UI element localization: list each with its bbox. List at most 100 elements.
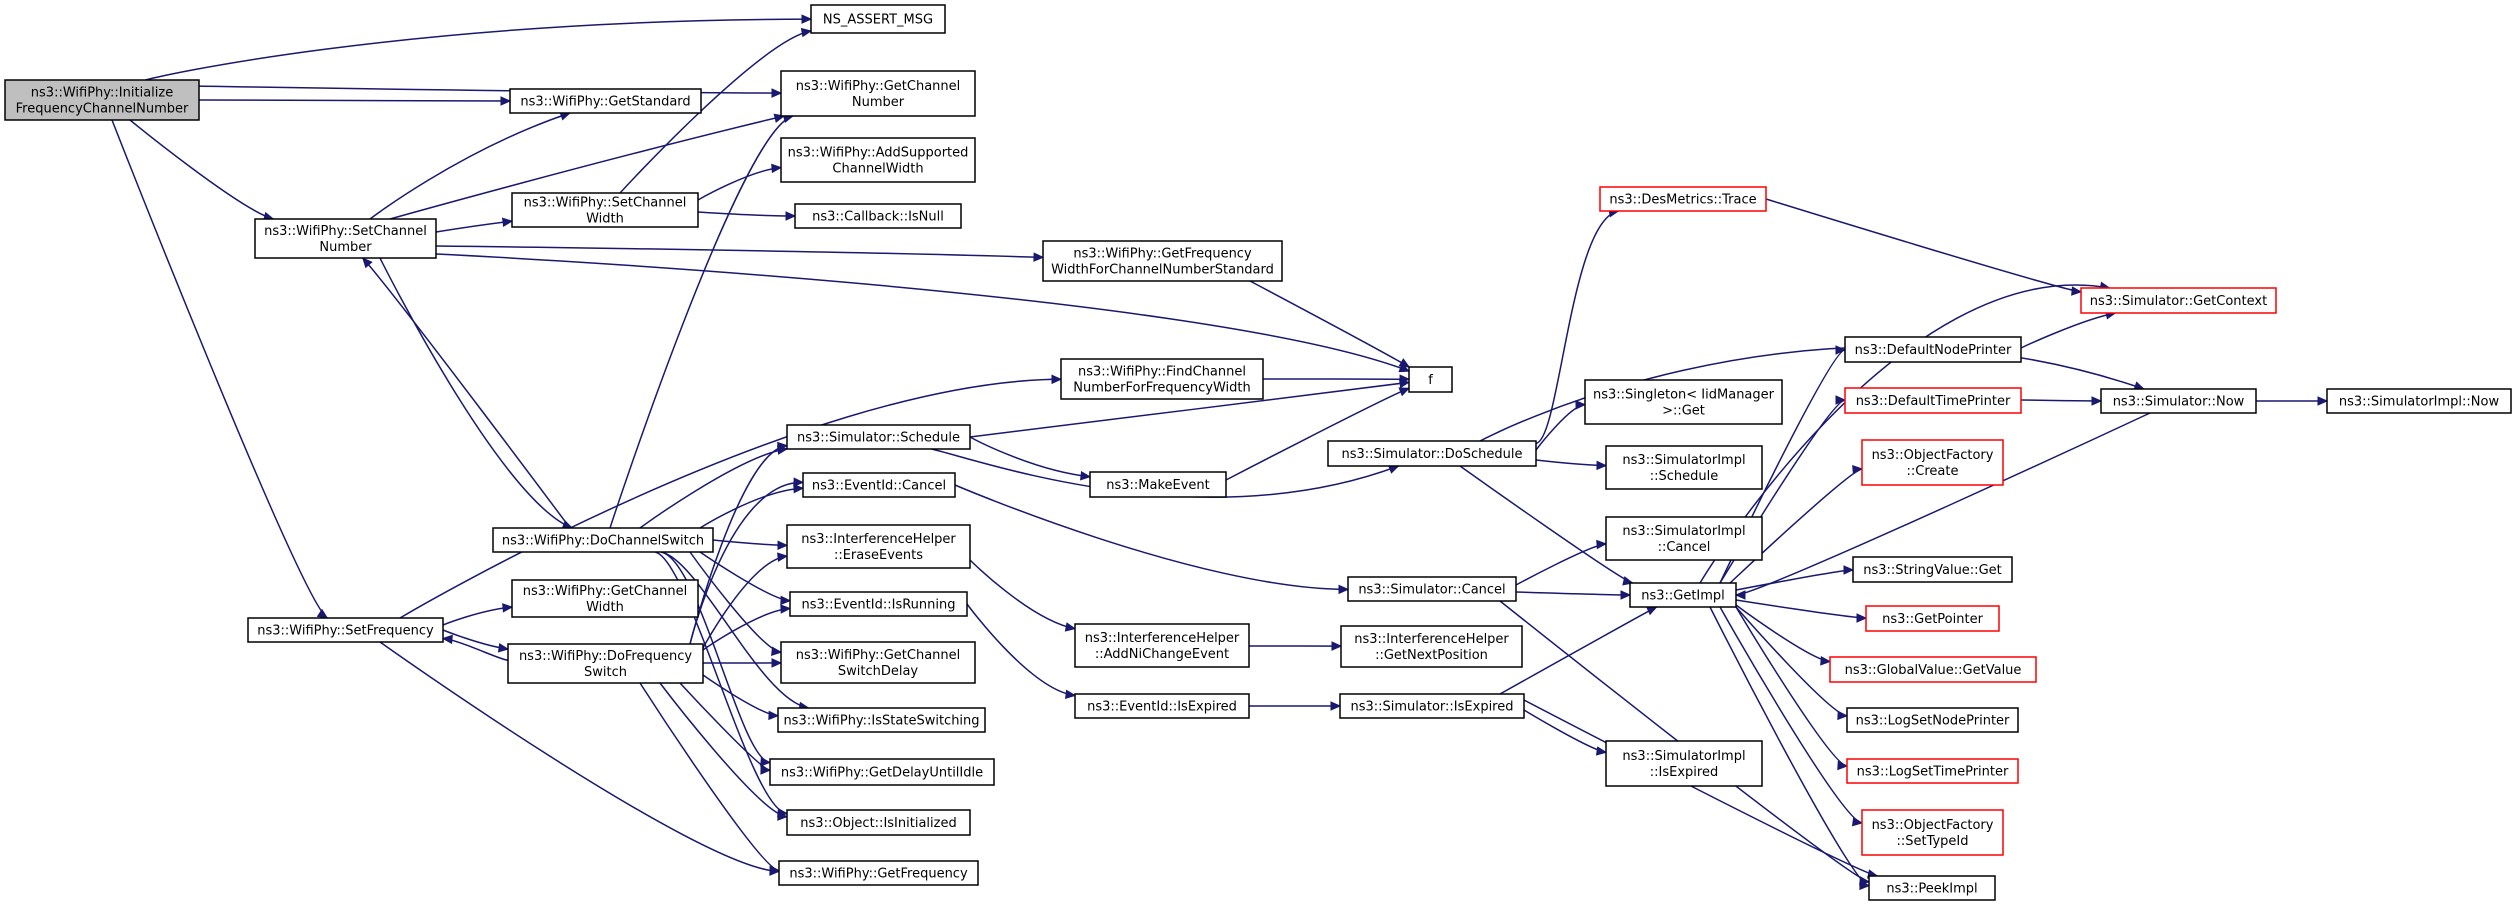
call-edge-evcancel-simcancel — [954, 484, 1350, 595]
node-isnull[interactable]: ns3::Callback::IsNull — [794, 203, 962, 229]
node-label: Number — [319, 240, 372, 255]
node-evexp[interactable]: ns3::EventId::IsExpired — [1074, 693, 1250, 719]
node-simcancel[interactable]: ns3::Simulator::Cancel — [1347, 576, 1517, 602]
node-implnow[interactable]: ns3::SimulatorImpl::Now — [2326, 388, 2512, 414]
node-erase[interactable]: ns3::InterferenceHelper::EraseEvents — [786, 524, 971, 569]
node-box — [1074, 693, 1250, 719]
node-label: f — [1428, 373, 1433, 388]
node-init[interactable]: ns3::WifiPhy::InitializeFrequencyChannel… — [4, 79, 200, 121]
node-getstd[interactable]: ns3::WifiPhy::GetStandard — [509, 88, 702, 114]
node-evcancel[interactable]: ns3::EventId::Cancel — [802, 472, 956, 498]
node-getctx[interactable]: ns3::Simulator::GetContext — [2080, 287, 2277, 314]
call-edge-setcn-getfw — [435, 245, 1045, 262]
node-getimpl[interactable]: ns3::GetImpl — [1629, 582, 1737, 608]
call-edge-docs-erase — [712, 539, 789, 550]
call-edge-getimpl-ofcreate — [1729, 465, 1864, 584]
node-docs[interactable]: ns3::WifiPhy::DoChannelSwitch — [492, 527, 714, 553]
node-lstp[interactable]: ns3::LogSetTimePrinter — [1846, 758, 2019, 784]
node-box — [780, 137, 976, 183]
call-edge-simnow-implnow — [2256, 396, 2329, 406]
call-edge-setcn-docs — [379, 257, 574, 530]
node-ofsettid[interactable]: ns3::ObjectFactory::SetTypeId — [1861, 809, 2004, 856]
node-label: ns3::InterferenceHelper — [1085, 631, 1240, 646]
call-edge-getimpl-svget — [1735, 565, 1855, 591]
node-box — [1829, 656, 2037, 683]
node-getptr[interactable]: ns3::GetPointer — [1865, 605, 2000, 632]
node-label: ::IsExpired — [1650, 765, 1718, 780]
node-box — [4, 79, 200, 121]
node-implsched[interactable]: ns3::SimulatorImpl::Schedule — [1605, 445, 1763, 490]
node-label: Switch — [584, 665, 627, 680]
node-isss[interactable]: ns3::WifiPhy::IsStateSwitching — [777, 707, 986, 733]
node-dtp[interactable]: ns3::DefaultTimePrinter — [1844, 387, 2022, 414]
node-label: ns3::Callback::IsNull — [812, 210, 944, 225]
node-label: ::Cancel — [1658, 540, 1711, 555]
node-label: ::Schedule — [1650, 469, 1719, 484]
node-box — [786, 524, 971, 569]
call-edge-getimpl-peek — [1709, 606, 1871, 891]
node-getnext[interactable]: ns3::InterferenceHelper::GetNextPosition — [1340, 625, 1523, 668]
node-label: ns3::WifiPhy::GetFrequency — [789, 867, 968, 882]
node-addni[interactable]: ns3::InterferenceHelper::AddNiChangeEven… — [1074, 623, 1250, 668]
node-peek[interactable]: ns3::PeekImpl — [1868, 875, 1996, 901]
node-getfw[interactable]: ns3::WifiPhy::GetFrequencyWidthForChanne… — [1042, 240, 1283, 282]
node-isrunning[interactable]: ns3::EventId::IsRunning — [789, 591, 968, 617]
node-makeevent[interactable]: ns3::MakeEvent — [1089, 471, 1227, 498]
node-label: ns3::Simulator::Cancel — [1358, 583, 1505, 598]
node-box — [1042, 240, 1283, 282]
node-dessched[interactable]: ns3::Simulator::DoSchedule — [1327, 440, 1537, 467]
node-label: ns3::DesMetrics::Trace — [1609, 193, 1756, 208]
call-edge-makeevent-f — [1225, 387, 1411, 481]
node-label: ns3::WifiPhy::GetDelayUntilIdle — [781, 766, 983, 781]
node-label: ns3::WifiPhy::Initialize — [31, 86, 173, 101]
node-implcancel[interactable]: ns3::SimulatorImpl::Cancel — [1605, 516, 1763, 561]
call-edge-init-assert — [145, 14, 813, 81]
node-box — [810, 4, 946, 34]
node-findcn[interactable]: ns3::WifiPhy::FindChannelNumberForFreque… — [1060, 358, 1264, 400]
call-edge-docs-isrunning — [699, 551, 792, 606]
node-label: ns3::GlobalValue::GetValue — [1845, 663, 2022, 678]
call-edge-init-setcn — [129, 119, 275, 222]
node-getdui[interactable]: ns3::WifiPhy::GetDelayUntilIdle — [769, 758, 995, 786]
node-trace[interactable]: ns3::DesMetrics::Trace — [1599, 186, 1767, 212]
node-lsnp[interactable]: ns3::LogSetNodePrinter — [1846, 707, 2019, 733]
call-edge-init-setfreq — [111, 119, 329, 619]
node-label: ns3::SimulatorImpl — [1622, 749, 1745, 764]
node-gvget[interactable]: ns3::GlobalValue::GetValue — [1829, 656, 2037, 683]
node-assert[interactable]: NS_ASSERT_MSG — [810, 4, 946, 34]
node-setfreq[interactable]: ns3::WifiPhy::SetFrequency — [247, 617, 444, 643]
node-implexp[interactable]: ns3::SimulatorImpl::IsExpired — [1605, 740, 1763, 787]
node-singget[interactable]: ns3::Singleton< IidManager>::Get — [1584, 379, 1783, 425]
node-simexp[interactable]: ns3::Simulator::IsExpired — [1339, 693, 1525, 719]
node-box — [1074, 623, 1250, 668]
node-label: ns3::WifiPhy::SetChannel — [264, 224, 427, 239]
node-label: WidthForChannelNumberStandard — [1051, 263, 1274, 278]
node-label: Width — [586, 600, 624, 615]
node-f[interactable]: f — [1408, 366, 1453, 393]
node-label: ns3::ObjectFactory — [1872, 818, 1994, 833]
node-isinit[interactable]: ns3::Object::IsInitialized — [786, 809, 971, 836]
call-edge-setfreq-getcwidth — [442, 603, 514, 626]
node-schedule[interactable]: ns3::Simulator::Schedule — [786, 424, 971, 450]
node-ofcreate[interactable]: ns3::ObjectFactory::Create — [1861, 439, 2004, 486]
node-label: ns3::InterferenceHelper — [801, 532, 956, 547]
node-label: ns3::LogSetTimePrinter — [1857, 765, 2009, 780]
call-edge-getimpl-gvget — [1735, 604, 1832, 666]
call-edge-dessched-singget — [1535, 400, 1587, 451]
node-label: ns3::LogSetNodePrinter — [1856, 714, 2010, 729]
node-dnp[interactable]: ns3::DefaultNodePrinter — [1844, 336, 2022, 363]
node-getfreq[interactable]: ns3::WifiPhy::GetFrequency — [778, 860, 979, 886]
node-box — [780, 70, 976, 117]
node-svget[interactable]: ns3::StringValue::Get — [1852, 556, 2013, 583]
call-edge-docs-getdui — [660, 551, 772, 767]
node-box — [777, 707, 986, 733]
node-simnow[interactable]: ns3::Simulator::Now — [2100, 388, 2257, 414]
node-box — [1089, 471, 1227, 498]
